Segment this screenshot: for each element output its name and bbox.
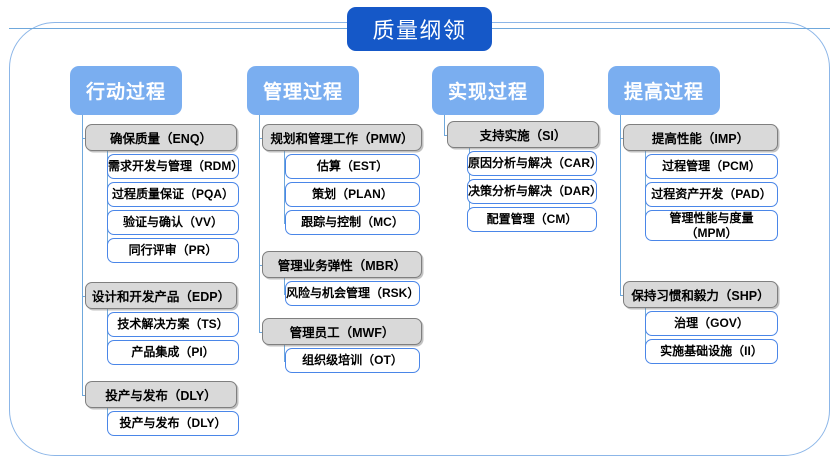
group-box-1-3: 投产与发布（DLY） — [85, 381, 237, 408]
group-subtrunk-2-2 — [284, 277, 286, 294]
leaf-box-1-1-2: 过程质量保证（PQA） — [107, 182, 239, 207]
root-connector-right — [492, 28, 830, 30]
leaf-box-4-2-1: 治理（GOV） — [645, 311, 778, 336]
group-branch-4-2 — [620, 294, 623, 296]
leaf-box-2-1-3: 跟踪与控制（MC） — [285, 210, 420, 235]
root-title-node: 质量纲领 — [347, 7, 492, 51]
leaf-box-1-2-2: 产品集成（PI） — [107, 340, 239, 365]
leaf-box-2-1-2: 策划（PLAN） — [285, 182, 420, 207]
column-trunk-2 — [259, 115, 261, 332]
group-box-4-2: 保持习惯和毅力（SHP） — [623, 281, 778, 308]
group-box-1-2: 设计和开发产品（EDP） — [85, 282, 237, 309]
column-header-1: 行动过程 — [70, 66, 182, 115]
leaf-branch-2-2-1 — [284, 293, 285, 295]
group-subtrunk-2-1 — [284, 150, 286, 223]
group-branch-2-3 — [259, 331, 262, 333]
group-branch-2-2 — [259, 264, 262, 266]
group-branch-4-1 — [620, 137, 623, 139]
leaf-branch-2-3-1 — [284, 360, 285, 362]
leaf-box-4-1-1: 过程管理（PCM） — [645, 154, 778, 179]
leaf-box-4-2-2: 实施基础设施（II） — [645, 339, 778, 364]
leaf-box-1-3-1: 投产与发布（DLY） — [107, 411, 239, 436]
group-box-2-3: 管理员工（MWF） — [262, 318, 422, 345]
leaf-box-2-2-1: 风险与机会管理（RSK） — [285, 281, 420, 306]
column-header-4: 提高过程 — [608, 66, 720, 115]
leaf-branch-2-1-3 — [284, 222, 285, 224]
leaf-box-4-1-3: 管理性能与度量 （MPM） — [645, 210, 778, 241]
root-connector-left — [9, 28, 347, 30]
group-box-1-1: 确保质量（ENQ） — [85, 124, 237, 151]
group-box-2-2: 管理业务弹性（MBR） — [262, 251, 422, 278]
column-trunk-4 — [620, 115, 622, 295]
group-box-3-1: 支持实施（SI） — [447, 121, 599, 148]
group-box-4-1: 提高性能（IMP） — [623, 124, 778, 151]
column-header-2: 管理过程 — [247, 66, 359, 115]
leaf-box-1-1-3: 验证与确认（VV） — [107, 210, 239, 235]
leaf-box-1-2-1: 技术解决方案（TS） — [107, 312, 239, 337]
leaf-box-1-1-4: 同行评审（PR） — [107, 238, 239, 263]
group-branch-1-1 — [82, 137, 85, 139]
leaf-box-3-1-1: 原因分析与解决（CAR） — [467, 151, 602, 176]
group-branch-3-1 — [444, 134, 447, 136]
leaf-box-3-1-2: 决策分析与解决（DAR） — [467, 179, 602, 204]
group-subtrunk-2-3 — [284, 344, 286, 361]
group-branch-2-1 — [259, 137, 262, 139]
column-trunk-1 — [82, 115, 84, 395]
leaf-box-2-3-1: 组织级培训（OT） — [285, 348, 420, 373]
group-box-2-1: 规划和管理工作（PMW） — [262, 124, 422, 151]
group-branch-1-2 — [82, 295, 85, 297]
leaf-box-3-1-3: 配置管理（CM） — [467, 207, 597, 232]
leaf-box-4-1-2: 过程资产开发（PAD） — [645, 182, 778, 207]
leaf-box-2-1-1: 估算（EST） — [285, 154, 420, 179]
leaf-box-1-1-1: 需求开发与管理（RDM） — [107, 154, 243, 179]
column-trunk-3 — [444, 115, 446, 135]
column-header-3: 实现过程 — [432, 66, 544, 115]
group-branch-1-3 — [82, 394, 85, 396]
